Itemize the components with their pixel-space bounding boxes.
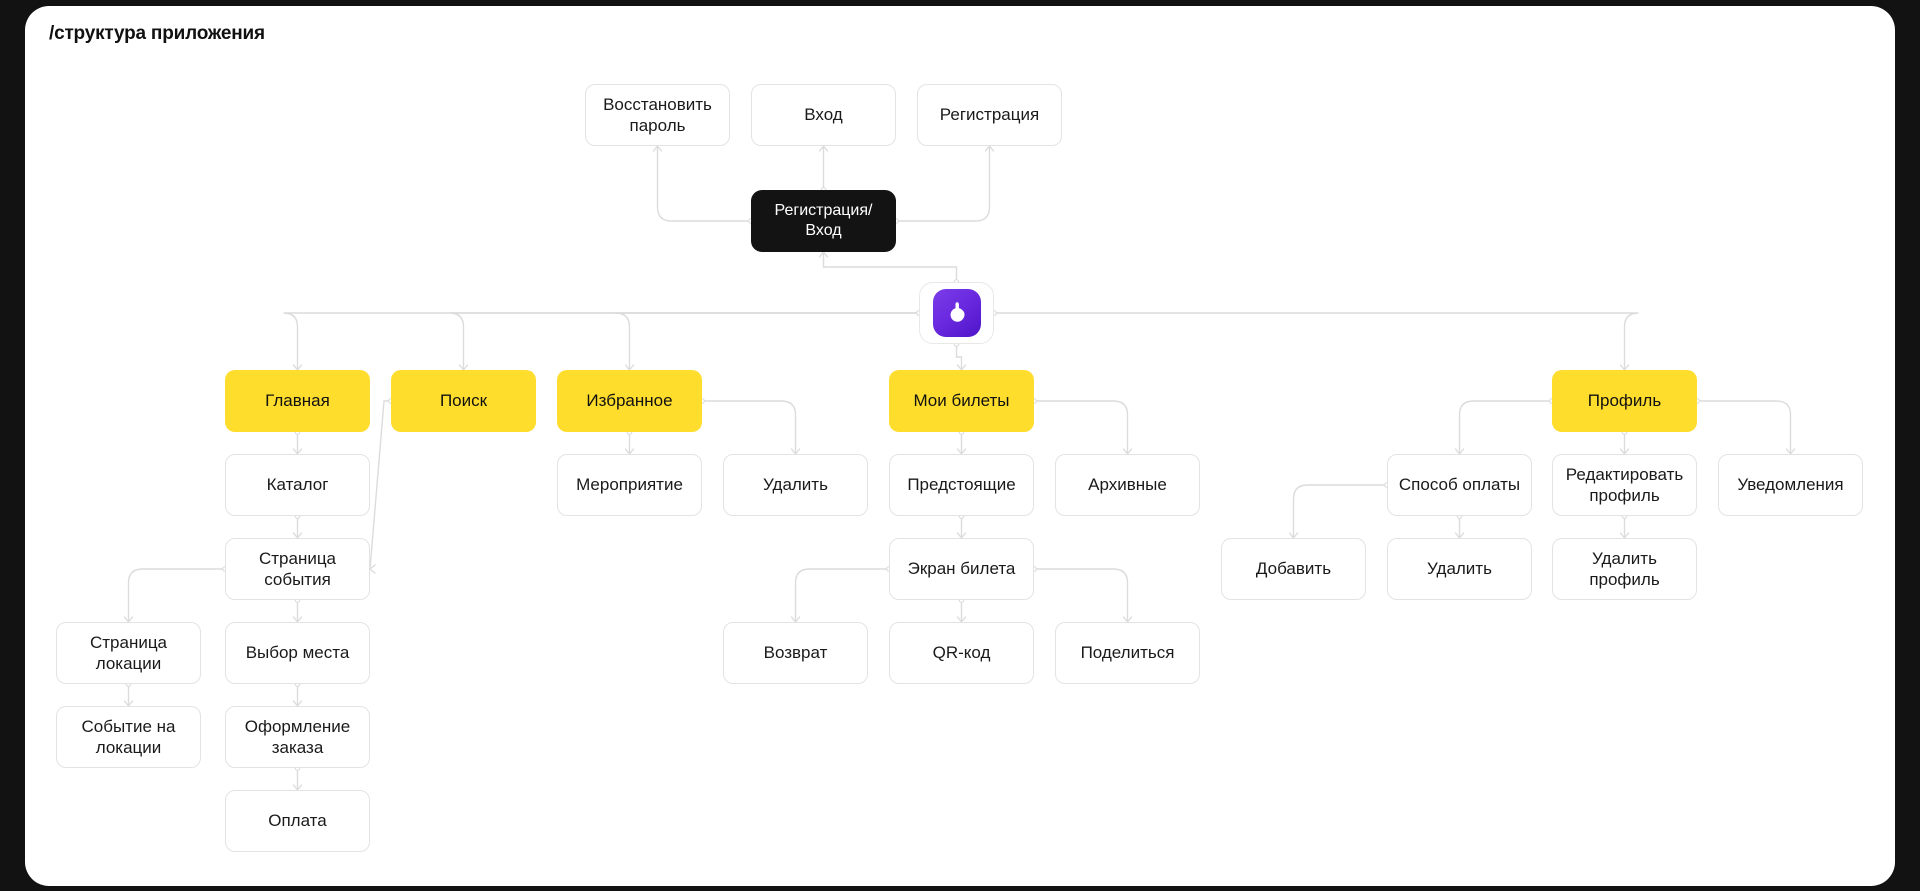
connector-eventpage-to-locationpage (127, 568, 226, 623)
connector-profile-to-paymethod (1458, 400, 1553, 455)
node-share[interactable]: Поделиться (1055, 622, 1200, 684)
node-label-favevent: Мероприятие (576, 475, 683, 495)
node-delprofile[interactable]: Удалить профиль (1552, 538, 1697, 600)
node-notifications[interactable]: Уведомления (1718, 454, 1863, 516)
connector-search-to-eventpage-arrow (369, 564, 376, 574)
node-label-favdelete: Удалить (763, 475, 828, 495)
connector-ticketscreen-to-refund (794, 568, 890, 623)
connector-auth-to-restore (656, 145, 752, 222)
connector-logo-to-favorites (615, 312, 920, 371)
node-label-notifications: Уведомления (1737, 475, 1844, 495)
connector-logo-to-mytickets (955, 343, 963, 371)
node-login[interactable]: Вход (751, 84, 896, 146)
connector-mytickets-to-archived (1033, 400, 1129, 455)
node-favdelete[interactable]: Удалить (723, 454, 868, 516)
node-refund[interactable]: Возврат (723, 622, 868, 684)
page-title: /структура приложения (49, 23, 265, 44)
connector-favorites-to-favdelete (701, 400, 797, 455)
node-ticketscreen[interactable]: Экран билета (889, 538, 1034, 600)
diagram-card: /структура приложения Восстановить парол… (25, 6, 1895, 886)
node-label-delmethod: Удалить (1427, 559, 1492, 579)
node-locationpage[interactable]: Страница локации (56, 622, 201, 684)
connector-paymethod-to-addmethod (1292, 484, 1388, 539)
node-label-refund: Возврат (763, 643, 828, 663)
node-label-profile: Профиль (1587, 391, 1662, 411)
node-label-favorites: Избранное (586, 391, 673, 411)
node-addmethod[interactable]: Добавить (1221, 538, 1366, 600)
node-label-archived: Архивные (1088, 475, 1167, 495)
node-label-qrcode: QR-код (932, 643, 991, 663)
node-favevent[interactable]: Мероприятие (557, 454, 702, 516)
connector-auth-to-restore-arrow (652, 145, 663, 152)
node-catalog[interactable]: Каталог (225, 454, 370, 516)
connector-logo-to-profile (993, 312, 1639, 371)
node-label-restore: Восстановить пароль (603, 94, 712, 135)
node-label-addmethod: Добавить (1255, 559, 1332, 579)
connector-logo-to-auth (822, 251, 958, 283)
connector-logo-to-search (449, 312, 920, 371)
node-label-login: Вход (804, 105, 843, 125)
node-label-eventatloc: Событие на локации (81, 716, 176, 757)
node-label-checkout: Оформление заказа (244, 716, 351, 757)
node-label-locationpage: Страница локации (89, 632, 168, 673)
node-profile[interactable]: Профиль (1552, 370, 1697, 432)
node-label-search: Поиск (439, 391, 488, 411)
node-restore[interactable]: Восстановить пароль (585, 84, 730, 146)
node-eventpage[interactable]: Страница события (225, 538, 370, 600)
node-label-mytickets: Мои билеты (913, 391, 1010, 411)
node-label-seatselect: Выбор места (245, 643, 350, 663)
node-label-paymethod: Способ оплаты (1398, 475, 1521, 495)
node-seatselect[interactable]: Выбор места (225, 622, 370, 684)
node-auth[interactable]: Регистрация/ Вход (751, 190, 896, 252)
node-label-share: Поделиться (1080, 643, 1175, 663)
node-label-ticketscreen: Экран билета (907, 559, 1016, 579)
node-eventatloc[interactable]: Событие на локации (56, 706, 201, 768)
connector-auth-to-login-arrow (818, 145, 829, 152)
node-label-upcoming: Предстоящие (907, 475, 1016, 495)
connector-auth-to-signup (895, 145, 991, 222)
node-signup[interactable]: Регистрация (917, 84, 1062, 146)
connector-logo-to-auth-arrow (818, 251, 829, 258)
connector-ticketscreen-to-share (1033, 568, 1129, 623)
node-label-eventpage: Страница события (258, 548, 337, 589)
node-label-signup: Регистрация (939, 105, 1040, 125)
node-payment[interactable]: Оплата (225, 790, 370, 852)
node-upcoming[interactable]: Предстоящие (889, 454, 1034, 516)
node-editprofile[interactable]: Редактировать профиль (1552, 454, 1697, 516)
connector-search-to-eventpage (369, 400, 392, 570)
connector-auth-to-signup-arrow (984, 145, 995, 152)
brand-b-logo-icon (932, 289, 981, 337)
node-label-payment: Оплата (268, 811, 327, 831)
node-label-editprofile: Редактировать профиль (1565, 464, 1684, 505)
node-search[interactable]: Поиск (391, 370, 536, 432)
node-mytickets[interactable]: Мои билеты (889, 370, 1034, 432)
node-checkout[interactable]: Оформление заказа (225, 706, 370, 768)
node-label-catalog: Каталог (266, 475, 329, 495)
node-label-delprofile: Удалить профиль (1589, 548, 1660, 589)
node-delmethod[interactable]: Удалить (1387, 538, 1532, 600)
node-home[interactable]: Главная (225, 370, 370, 432)
node-logo[interactable] (919, 282, 994, 344)
node-archived[interactable]: Архивные (1055, 454, 1200, 516)
connector-logo-to-home (283, 312, 920, 371)
node-favorites[interactable]: Избранное (557, 370, 702, 432)
node-qrcode[interactable]: QR-код (889, 622, 1034, 684)
node-paymethod[interactable]: Способ оплаты (1387, 454, 1532, 516)
connector-profile-to-notifications (1696, 400, 1792, 455)
node-label-auth: Регистрация/ Вход (774, 202, 873, 239)
node-label-home: Главная (265, 391, 330, 411)
